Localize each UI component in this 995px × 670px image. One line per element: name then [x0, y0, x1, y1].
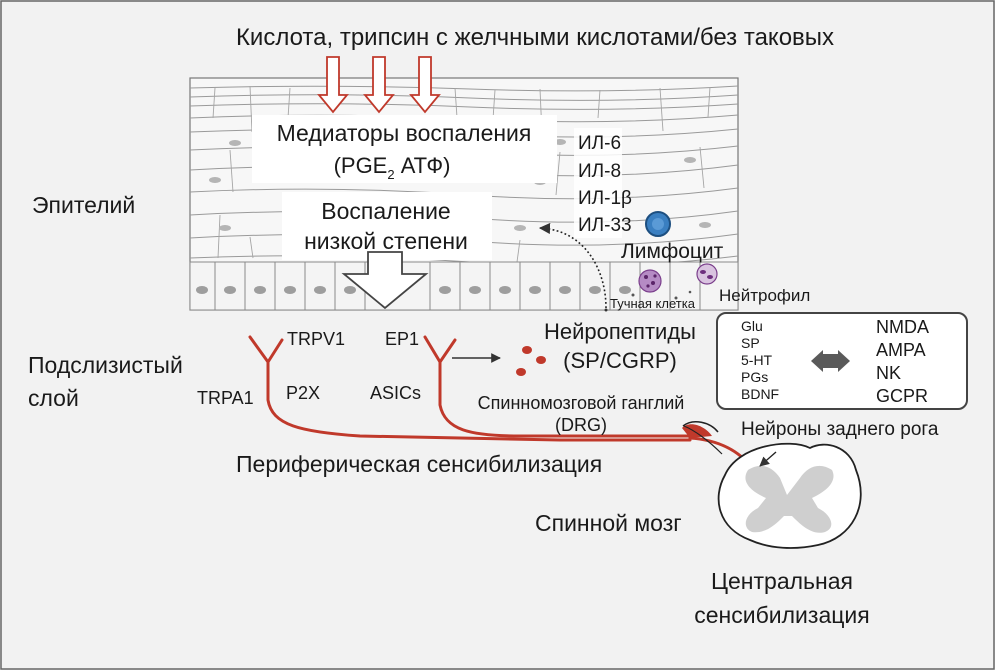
il8-label: ИЛ-8 [578, 161, 621, 182]
spinal-cord-icon [683, 425, 862, 549]
acid-arrows [317, 56, 441, 114]
central-sensitization-label-1: Центральная [711, 568, 853, 594]
bidirectional-arrow-icon [811, 350, 850, 372]
submucosa-label-1: Подслизистый [28, 352, 183, 378]
neuropeptides-label-2: (SP/CGRP) [563, 348, 677, 373]
p2x-label: P2X [286, 383, 320, 403]
central-sensitization-label-2: сенсибилизация [694, 602, 869, 628]
trpv1-label: TRPV1 [287, 329, 345, 349]
box-right-item-2: NK [876, 363, 901, 383]
mast-cell-icon [638, 269, 662, 293]
trpa1-label: TRPA1 [197, 388, 254, 408]
box-left-item-0: Glu [741, 318, 763, 334]
neutrophil-icon [696, 263, 718, 285]
box-right-item-1: AMPA [876, 340, 926, 360]
drg-label-2: (DRG) [555, 415, 607, 435]
ep1-label: EP1 [385, 329, 419, 349]
drg-label-1: Спинномозговой ганглий [478, 393, 685, 413]
il1b-label: ИЛ-1β [578, 188, 632, 209]
epithelium-label: Эпителий [32, 192, 135, 218]
mediators-label: Медиаторы воспаления [277, 120, 532, 146]
top-title: Кислота, трипсин с желчными кислотами/бе… [236, 24, 834, 51]
il6-label: ИЛ-6 [578, 133, 621, 154]
box-left-item-1: SP [741, 335, 760, 351]
box-left-item-3: PGs [741, 369, 768, 385]
mediators-sublabel: (PGE2 АТФ) [334, 153, 451, 182]
cytokine-arrow [538, 222, 607, 309]
box-left-item-4: BDNF [741, 386, 779, 402]
box-left-item-2: 5-HT [741, 352, 773, 368]
asics-label: ASICs [370, 383, 421, 403]
spinal-cord-label: Спинной мозг [535, 510, 682, 536]
peripheral-sensitization-label: Периферическая сенсибилизация [236, 451, 602, 477]
dorsal-horn-label: Нейроны заднего рога [741, 419, 939, 440]
box-right-item-3: GCPR [876, 386, 928, 406]
nerve-fiber-1 [266, 360, 692, 442]
low-grade-label-2: низкой степени [304, 228, 468, 254]
neuropeptide-dots [516, 346, 546, 376]
dorsal-horn-pointer [759, 451, 777, 467]
low-grade-label-1: Воспаление [321, 198, 450, 224]
lymphocyte-label: Лимфоцит [621, 240, 724, 263]
nerve-fiber-2 [438, 360, 692, 438]
down-arrow-icon [409, 56, 441, 114]
mast-cell-label: Тучная клетка [610, 296, 696, 311]
submucosa-label-2: слой [28, 385, 79, 411]
neuropeptides-label-1: Нейропептиды [544, 319, 696, 344]
drg-icon [682, 424, 712, 438]
neutrophil-label: Нейтрофил [719, 286, 810, 305]
down-arrow-icon [363, 56, 395, 114]
il33-label: ИЛ-33 [578, 215, 632, 236]
box-right-item-0: NMDA [876, 317, 929, 337]
big-down-arrow-icon [341, 251, 429, 310]
immune-cells [604, 211, 718, 312]
down-arrow-icon [317, 56, 349, 114]
